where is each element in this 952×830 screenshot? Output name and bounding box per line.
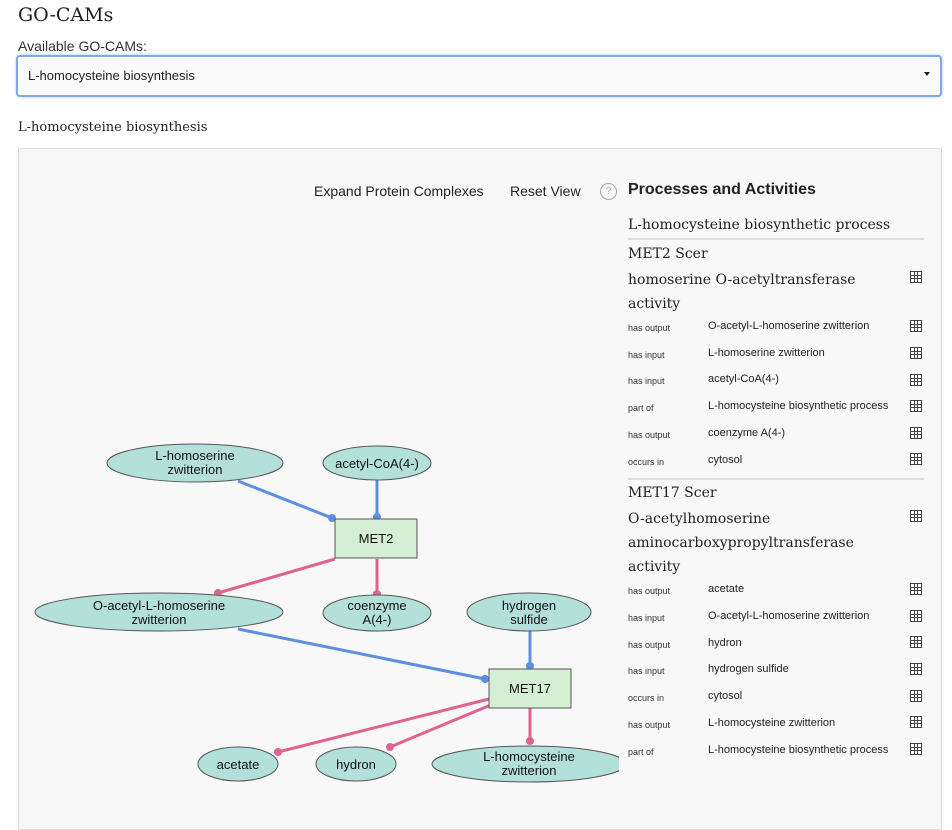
node-hydron-label: hydron <box>336 757 376 772</box>
table-icon[interactable] <box>910 374 922 386</box>
node-l-homocysteine-line2: zwitterion <box>502 763 557 778</box>
relation-label: occurs in <box>628 457 665 467</box>
select-value: L-homocysteine biosynthesis <box>28 68 195 83</box>
node-met2[interactable]: MET2 <box>334 518 418 559</box>
activity-gene-met17[interactable]: MET17 Scer <box>628 485 717 501</box>
node-coenzyme-a[interactable]: coenzyme A(4-) <box>322 594 432 632</box>
node-hydrogen-sulfide-line1: hydrogen <box>502 598 556 613</box>
relation-target[interactable]: cytosol <box>708 454 743 466</box>
activity-gene-met2[interactable]: MET2 Scer <box>628 246 708 262</box>
relation-target[interactable]: acetate <box>708 583 745 595</box>
model-title: L-homocysteine biosynthesis <box>18 120 208 135</box>
process-title[interactable]: L-homocysteine biosynthetic process <box>628 217 891 233</box>
node-l-homocysteine[interactable]: L-homocysteine zwitterion <box>431 745 619 783</box>
edge-o-acetyl-met17 <box>237 627 486 681</box>
table-icon[interactable] <box>910 271 922 283</box>
node-hydron[interactable]: hydron <box>315 746 397 782</box>
table-icon[interactable] <box>910 510 922 522</box>
side-panel-heading: Processes and Activities <box>628 181 816 198</box>
relation-label: has output <box>628 720 671 730</box>
edge-met17-hydron <box>389 702 494 749</box>
relation-target[interactable]: acetyl-CoA(4-) <box>708 373 779 385</box>
relation-target[interactable]: cytosol <box>708 690 743 702</box>
relation-label: has input <box>628 666 665 676</box>
table-icon[interactable] <box>910 320 922 332</box>
node-met17-label: MET17 <box>509 681 551 696</box>
relation-target[interactable]: L-homocysteine zwitterion <box>708 717 836 729</box>
edge-l-homoserine-met2 <box>237 479 333 520</box>
activity-divider <box>628 478 924 480</box>
relation-label: has output <box>628 323 671 333</box>
edge-met17-l-homocysteine-head <box>526 737 534 745</box>
relation-label: has input <box>628 613 665 623</box>
node-acetate-label: acetate <box>217 757 260 772</box>
relation-target[interactable]: hydrogen sulfide <box>708 663 789 675</box>
relation-label: part of <box>628 747 654 757</box>
gocam-select[interactable]: L-homocysteine biosynthesis <box>16 55 942 97</box>
relation-target[interactable]: coenzyme A(4-) <box>708 427 786 439</box>
relation-target[interactable]: O-acetyl-L-homoserine zwitterion <box>708 610 870 622</box>
help-icon[interactable]: ? <box>600 183 617 200</box>
edge-met17-hydron-head <box>386 743 394 751</box>
relation-target[interactable]: O-acetyl-L-homoserine zwitterion <box>708 320 870 332</box>
node-o-acetyl-line1: O-acetyl-L-homoserine <box>93 598 225 613</box>
edge-o-acetyl-met17-head <box>481 675 489 683</box>
relation-label: occurs in <box>628 693 665 703</box>
gocam-graph[interactable]: L-homoserine zwitterion acetyl-CoA(4-) M… <box>19 149 619 829</box>
edge-met17-acetate-head <box>274 748 282 756</box>
edge-hydrogen-sulfide-met17-head <box>526 662 534 670</box>
node-met2-label: MET2 <box>359 531 394 546</box>
relation-target[interactable]: hydron <box>708 637 742 649</box>
node-l-homoserine[interactable]: L-homoserine zwitterion <box>106 443 284 483</box>
node-hydrogen-sulfide-line2: sulfide <box>510 612 548 627</box>
node-coenzyme-a-line2: A(4-) <box>363 612 392 627</box>
table-icon[interactable] <box>910 453 922 465</box>
table-icon[interactable] <box>910 347 922 359</box>
expand-protein-complexes-button[interactable]: Expand Protein Complexes <box>314 183 484 199</box>
activity-name-met17[interactable]: O-acetylhomoserine aminocarboxypropyltra… <box>628 511 854 575</box>
table-icon[interactable] <box>910 583 922 595</box>
relation-label: part of <box>628 403 654 413</box>
edge-met17-acetate <box>277 697 490 754</box>
node-acetate[interactable]: acetate <box>197 746 279 782</box>
activity-name-met2[interactable]: homoserine O-acetyltransferase activity <box>628 272 856 312</box>
node-l-homocysteine-line1: L-homocysteine <box>483 749 575 764</box>
table-icon[interactable] <box>910 636 922 648</box>
table-icon[interactable] <box>910 610 922 622</box>
relation-label: has output <box>628 640 671 650</box>
relation-target[interactable]: L-homocysteine biosynthetic process <box>708 744 889 756</box>
relation-label: has input <box>628 350 665 360</box>
node-l-homoserine-line2: zwitterion <box>168 462 223 477</box>
node-l-homoserine-line1: L-homoserine <box>155 448 235 463</box>
relation-label: has input <box>628 376 665 386</box>
caret-down-icon <box>924 72 930 76</box>
node-acetyl-coa-label: acetyl-CoA(4-) <box>335 456 419 471</box>
node-coenzyme-a-line1: coenzyme <box>347 598 406 613</box>
table-icon[interactable] <box>910 400 922 412</box>
node-hydrogen-sulfide[interactable]: hydrogen sulfide <box>466 592 592 632</box>
relation-target[interactable]: L-homocysteine biosynthetic process <box>708 400 889 412</box>
table-icon[interactable] <box>910 663 922 675</box>
node-acetyl-coa[interactable]: acetyl-CoA(4-) <box>322 445 432 481</box>
relation-target[interactable]: L-homoserine zwitterion <box>708 347 825 359</box>
node-o-acetyl-line2: zwitterion <box>132 612 187 627</box>
table-icon[interactable] <box>910 716 922 728</box>
process-divider <box>628 238 924 240</box>
table-icon[interactable] <box>910 743 922 755</box>
relation-label: has output <box>628 430 671 440</box>
table-icon[interactable] <box>910 690 922 702</box>
gocam-panel: L-homoserine zwitterion acetyl-CoA(4-) M… <box>18 148 942 830</box>
edge-met2-o-acetyl <box>217 557 336 595</box>
edge-l-homoserine-met2-head <box>328 514 336 522</box>
node-o-acetyl[interactable]: O-acetyl-L-homoserine zwitterion <box>34 592 284 632</box>
page-title: GO-CAMs <box>18 4 114 26</box>
relation-label: has output <box>628 586 671 596</box>
select-label: Available GO-CAMs: <box>18 38 147 54</box>
table-icon[interactable] <box>910 427 922 439</box>
node-met17[interactable]: MET17 <box>488 668 572 709</box>
reset-view-button[interactable]: Reset View <box>510 183 581 199</box>
